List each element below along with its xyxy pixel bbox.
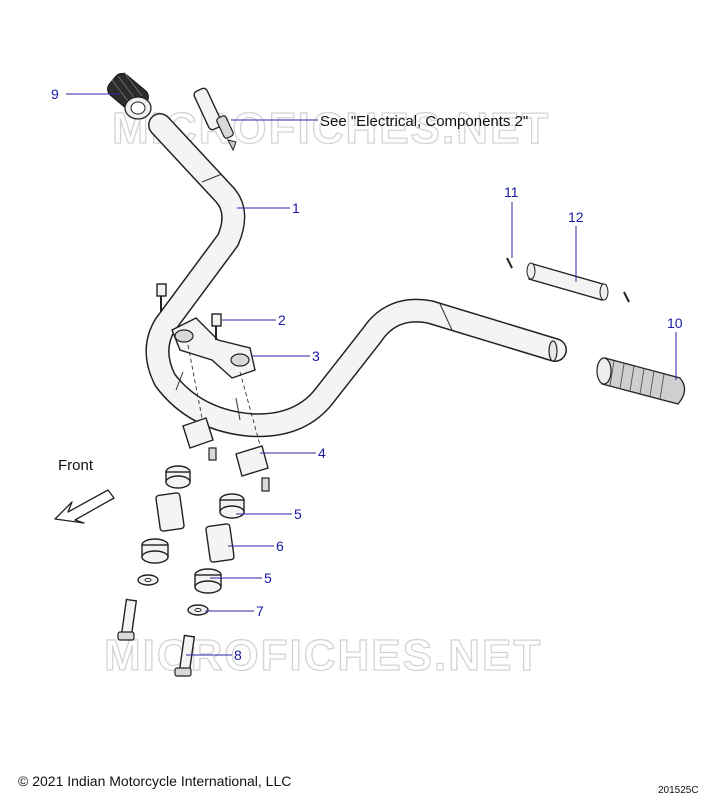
- watermark-bottom: MICROFICHES.NET: [104, 631, 542, 680]
- handlebar: [145, 113, 567, 438]
- callout-10: 10: [667, 315, 683, 331]
- leader-lines: [66, 93, 677, 656]
- callout-4: 4: [318, 445, 326, 461]
- lower-clamp-left: [182, 417, 217, 461]
- diagram-code: 201525C: [658, 785, 699, 796]
- electrical-component: [193, 87, 237, 152]
- reference-note: See "Electrical, Components 2": [320, 113, 528, 130]
- pin-11: [506, 257, 630, 303]
- callout-2: 2: [278, 312, 286, 328]
- washer-left: [137, 574, 159, 586]
- callout-5-lower: 5: [264, 570, 272, 586]
- callout-6: 6: [276, 538, 284, 554]
- right-grip: [596, 357, 686, 405]
- upper-clamp: [171, 317, 256, 379]
- callout-5-upper: 5: [294, 506, 302, 522]
- screw-top-left: [156, 283, 167, 312]
- left-grip: [107, 71, 152, 120]
- callout-7: 7: [256, 603, 264, 619]
- copyright-text: © 2021 Indian Motorcycle International, …: [18, 773, 291, 789]
- bolt-left: [117, 598, 138, 641]
- riser-6: [205, 523, 235, 563]
- callout-8: 8: [234, 647, 242, 663]
- callout-9: 9: [51, 86, 59, 102]
- screw-2: [211, 313, 222, 340]
- front-label: Front: [58, 457, 94, 474]
- riser-left: [155, 492, 185, 532]
- front-arrow-icon: [54, 489, 115, 524]
- bushing-5-lower: [194, 568, 222, 594]
- tube-12: [526, 262, 609, 301]
- washer-7: [187, 604, 209, 616]
- bushing-lower-left: [141, 538, 169, 564]
- bushing-upper-left: [165, 465, 191, 489]
- callout-12: 12: [568, 209, 584, 225]
- bushing-5-upper: [219, 493, 245, 519]
- bolt-8: [174, 634, 196, 677]
- callout-11: 11: [504, 184, 519, 200]
- callout-3: 3: [312, 348, 320, 364]
- callout-1: 1: [292, 200, 300, 216]
